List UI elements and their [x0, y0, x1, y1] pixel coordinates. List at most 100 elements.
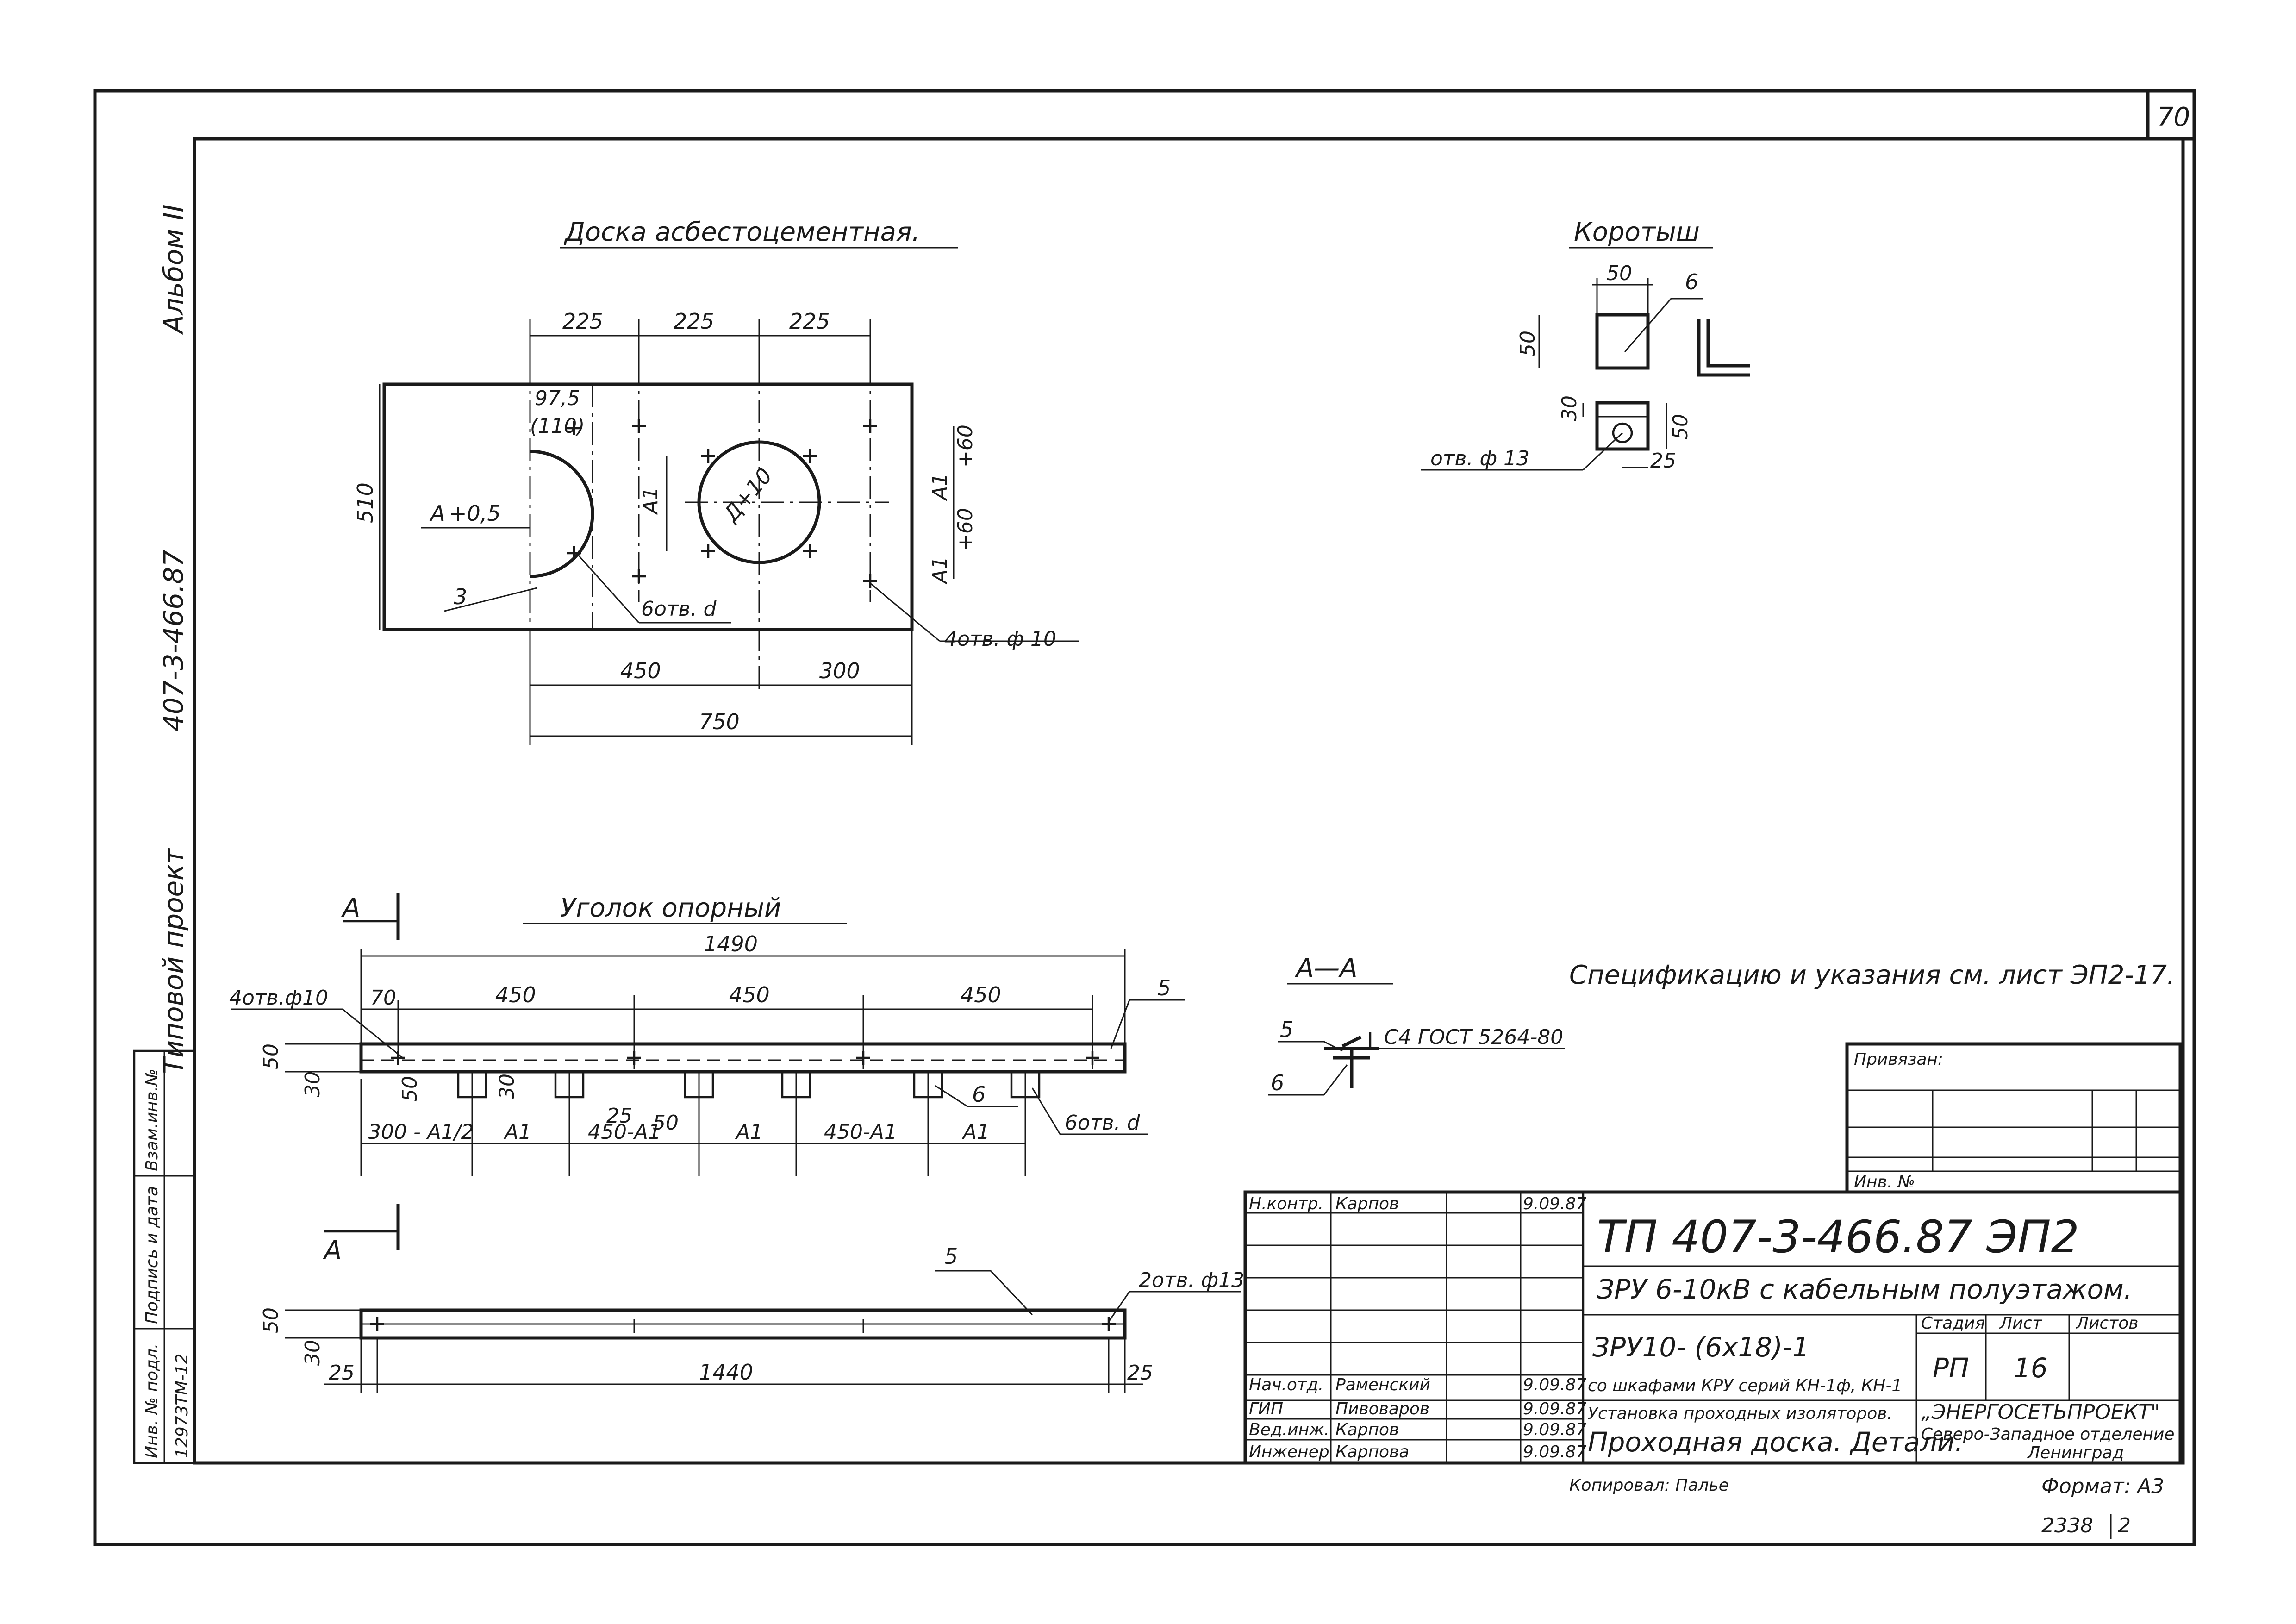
label-a1-60-bot: A1 [928, 556, 952, 585]
dim-750: 750 [699, 709, 740, 734]
chain-4: 450-A1 [824, 1120, 897, 1144]
korotysh-front [1595, 313, 1650, 370]
dim-30-bottom: 30 [301, 1340, 324, 1366]
org-1: „ЭНЕРГОСЕТЬПРОЕКТ" [1921, 1400, 2160, 1424]
dim-1440: 1440 [699, 1360, 753, 1385]
angle-body [359, 1042, 1127, 1074]
dim-450c: 450 [961, 982, 1001, 1007]
signer-role-0: Н.контр. [1249, 1194, 1323, 1213]
signer-role-4: Инженер [1249, 1443, 1329, 1462]
angle-bottom-view: A 50 30 25 1440 25 5 2отв. ф13 [259, 1204, 1244, 1393]
dim-50-right: 50 [1669, 414, 1692, 440]
org-2: Северо-Западное отделение [1921, 1425, 2175, 1444]
chain-2: 450-A1 [588, 1120, 661, 1144]
dim-225a: 225 [562, 309, 603, 334]
section-aa: А—А 5 6 С4 ГОСТ 5264-80 [1268, 953, 1565, 1096]
dim-50-bottom: 50 [259, 1307, 283, 1333]
dim-30-side: 30 [301, 1071, 324, 1097]
subtitle-2: со шкафами КРУ серий КН-1ф, КН-1 [1588, 1376, 1902, 1395]
signer-role-2: ГИП [1249, 1399, 1283, 1418]
stage-label: Стадия [1921, 1314, 1985, 1333]
signer-date-0: 9.09.87 [1523, 1194, 1587, 1213]
label-half-a-tail: +0,5 [449, 501, 501, 526]
board-title: Доска асбестоцементная. [563, 217, 920, 247]
stage-value: РП [1933, 1352, 1969, 1384]
signer-role-1: Нач.отд. [1249, 1375, 1323, 1394]
side-replace-label: Взам.инв.№ [143, 1068, 162, 1171]
outer-frame [93, 89, 2196, 1546]
object-name: ЗРУ 6-10кВ с кабельным полуэтажом. [1597, 1274, 2132, 1305]
sheet-title-1: Установка проходных изоляторов. [1588, 1404, 1892, 1423]
signer-date-3: 9.09.87 [1523, 1420, 1587, 1439]
label-holes13-bottom: 2отв. ф13 [1139, 1268, 1244, 1292]
label-a1: A1 [639, 487, 662, 515]
album-label: Альбом II [158, 204, 189, 335]
side-code: 407-3-466.87 [158, 550, 189, 731]
korotysh-view: Коротыш 50 50 6 30 50 25 отв. ф 13 [1421, 217, 1750, 473]
signer-date-1: 9.09.87 [1523, 1375, 1587, 1394]
signer-name-0: Карпов [1335, 1194, 1399, 1213]
dim-50c: 50 [653, 1111, 679, 1135]
dim-300: 300 [819, 658, 860, 683]
label-holes10: 4отв.ф10 [229, 986, 328, 1010]
dim-110: (110) [530, 414, 585, 438]
signer-date-2: 9.09.87 [1523, 1399, 1587, 1418]
dim-450a: 450 [495, 982, 536, 1007]
side-strip: Альбом II 407-3-466.87 Типовой проект Вз… [133, 204, 196, 1464]
sheet-title-2: Проходная доска. Детали. [1588, 1426, 1963, 1458]
angle-korotysh-blocks [457, 1070, 1041, 1176]
dim-50b: 50 [398, 1076, 422, 1102]
sheet-no-value: 16 [2014, 1352, 2048, 1384]
board-view: Доска асбестоцементная. [353, 217, 1079, 745]
signer-name-2: Пивоваров [1335, 1399, 1429, 1418]
dim-50-side: 50 [259, 1043, 283, 1069]
archive-number: 2338 [2041, 1514, 2093, 1537]
section-aa-pos5: 5 [1280, 1017, 1293, 1042]
label-pos6: 6 [1685, 269, 1698, 294]
dim-70: 70 [370, 986, 396, 1010]
signer-date-4: 9.09.87 [1523, 1443, 1587, 1462]
korotysh-angle-profile [1697, 319, 1750, 377]
dim-510: 510 [353, 482, 378, 523]
label-holes-10: 4отв. ф 10 [944, 627, 1056, 651]
dim-50-top: 50 [1606, 262, 1632, 285]
dim-30: 30 [1558, 395, 1581, 421]
dim-25-right: 25 [1127, 1361, 1153, 1385]
section-aa-weld: С4 ГОСТ 5264-80 [1384, 1025, 1563, 1049]
bound-label: Привязан: [1854, 1050, 1943, 1069]
chain-5: A1 [961, 1120, 990, 1144]
section-aa-pos6: 6 [1271, 1070, 1284, 1095]
chain-0: 300 - A1/2 [368, 1120, 474, 1144]
dim-25: 25 [606, 1104, 632, 1128]
page-number-box [2146, 89, 2196, 141]
label-d10: Д+10 [718, 463, 777, 527]
label-holes-d: 6отв. d [641, 597, 717, 621]
label-pos6-angle: 6 [972, 1082, 986, 1107]
chain-1: A1 [503, 1120, 531, 1144]
dim-225c: 225 [789, 309, 830, 334]
dim-1490: 1490 [704, 931, 758, 956]
dim-450b: 450 [729, 982, 770, 1007]
label-pos5-top: 5 [1157, 975, 1171, 1000]
dim-25: 25 [1650, 449, 1676, 473]
sheet-label: Лист [1999, 1314, 2042, 1333]
project-type: Типовой проект [158, 848, 189, 1074]
board-outline [382, 382, 914, 631]
sheets-label: Листов [2075, 1314, 2138, 1333]
dim-450: 450 [620, 658, 661, 683]
board-small-holes [567, 419, 877, 588]
label-pos3: 3 [454, 584, 467, 609]
signer-name-3: Карпов [1335, 1420, 1399, 1439]
chain-3: A1 [735, 1120, 763, 1144]
label-holes-d-angle: 6отв. d [1065, 1111, 1140, 1135]
dim-225b: 225 [674, 309, 714, 334]
section-mark-a-top: A [341, 893, 360, 923]
section-aa-title: А—А [1295, 953, 1358, 983]
title-block: Н.контр. Карпов 9.09.87 Нач.отд. Раменск… [1243, 1190, 2182, 1465]
side-inv-value: 12973ТМ-12 [173, 1354, 192, 1458]
subtitle-1: ЗРУ10- (6х18)-1 [1592, 1331, 1809, 1363]
label-a1-60-bot-tail: +60 [954, 508, 977, 551]
org-3: Ленинград [2027, 1443, 2124, 1462]
signer-name-1: Раменский [1335, 1375, 1430, 1394]
korotysh-top [1595, 401, 1650, 451]
